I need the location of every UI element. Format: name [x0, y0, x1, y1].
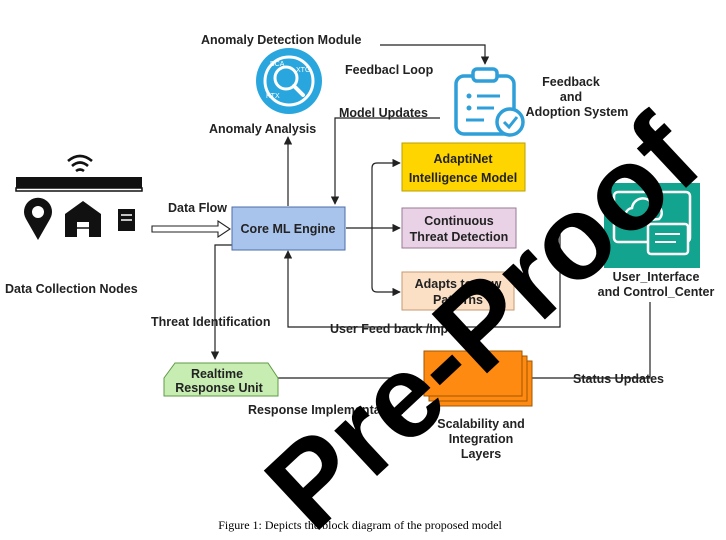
- realtime-line-1: Realtime: [191, 367, 243, 381]
- anomaly-module-label: Anomaly Detection Module: [201, 33, 361, 47]
- data-collection-label: Data Collection Nodes: [5, 282, 138, 296]
- continuous-threat-box: Continuous Threat Detection: [401, 207, 517, 249]
- adaptinet-line-1: AdaptiNet: [433, 152, 493, 166]
- feedback-system-line-1: Feedback: [542, 75, 600, 89]
- user-interface-line-1: User_Interface: [613, 270, 700, 284]
- data-flow-label: Data Flow: [168, 201, 227, 215]
- arrow-threat-to-realtime: [210, 244, 233, 360]
- continuous-line-1: Continuous: [424, 214, 493, 228]
- core-ml-engine-label: Core ML Engine: [241, 222, 336, 236]
- arrow-model-updates-to-core: [330, 117, 440, 205]
- scalability-line-1: Scalability and: [437, 417, 525, 431]
- user-interface-icon: [604, 183, 700, 268]
- feedback-loop-label: Feedbacl Loop: [345, 63, 434, 77]
- svg-text:BCA: BCA: [270, 61, 285, 68]
- feedback-system-line-3: Adoption System: [526, 105, 629, 119]
- continuous-line-2: Threat Detection: [410, 230, 509, 244]
- figure-caption: Figure 1: Depicts the block diagram of t…: [218, 518, 502, 532]
- core-ml-engine-box: Core ML Engine: [231, 206, 346, 251]
- user-interface-line-2: and Control_Center: [598, 285, 715, 299]
- threat-identification-label: Threat Identification: [151, 315, 270, 329]
- adapts-line-1: Adapts to New: [415, 277, 502, 291]
- model-updates-label: Model Updates: [339, 106, 428, 120]
- arrow-user-feedback-to-core: [283, 220, 561, 328]
- line-status-updates: [532, 302, 651, 379]
- svg-text:KTX: KTX: [266, 93, 280, 100]
- svg-text:XTG: XTG: [296, 67, 310, 74]
- scalability-layers-stack: [423, 350, 533, 407]
- arrow-anomaly-to-feedback: [380, 44, 490, 65]
- response-implementation-label: Response Implementation: [248, 403, 404, 417]
- realtime-line-2: Response Unit: [175, 381, 263, 395]
- scalability-line-2: Integration: [449, 432, 514, 446]
- adapts-patterns-box: Adapts to New Patterns: [401, 271, 515, 311]
- scalability-line-3: Layers: [461, 447, 501, 461]
- anomaly-detection-icon: BCA XTG KTX: [256, 48, 322, 114]
- data-flow-arrow: [151, 219, 231, 239]
- realtime-response-box: Realtime Response Unit: [163, 362, 279, 397]
- feedback-system-line-2: and: [560, 90, 582, 104]
- adaptinet-box: AdaptiNet Intelligence Model: [401, 142, 526, 192]
- data-collection-icon: [15, 154, 143, 240]
- connectors: [210, 44, 651, 383]
- adaptinet-line-2: Intelligence Model: [409, 171, 517, 185]
- anomaly-analysis-label: Anomaly Analysis: [209, 122, 316, 136]
- arrow-to-adaptinet: [371, 158, 401, 228]
- user-feedback-label: User Feed back /Input: [330, 322, 461, 336]
- clipboard-check-icon: [454, 67, 525, 137]
- adapts-line-2: Patterns: [433, 293, 483, 307]
- arrow-to-adapts: [371, 228, 401, 297]
- status-updates-label: Status Updates: [573, 372, 664, 386]
